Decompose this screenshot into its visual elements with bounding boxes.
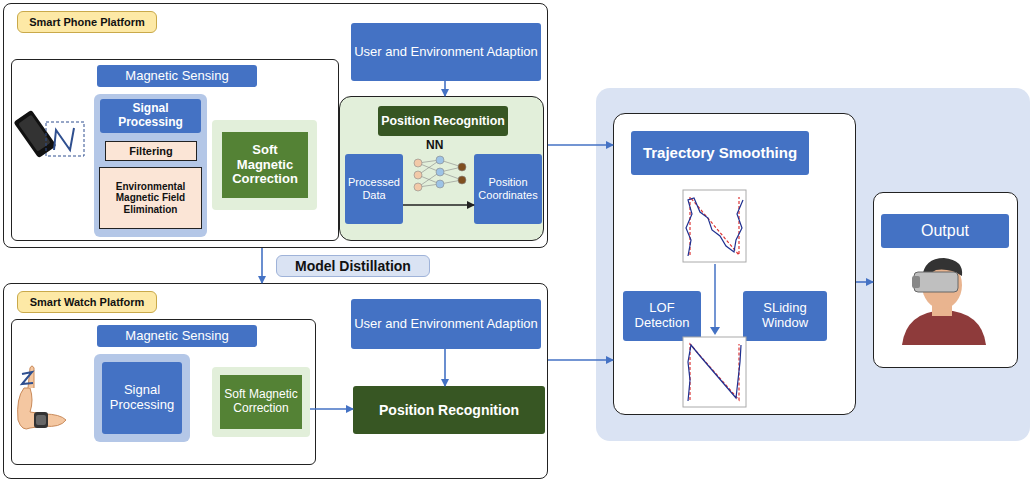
nn-label: NN — [426, 138, 443, 152]
process-box: Environmental Magnetic Field Elimination — [99, 167, 202, 229]
flow-arrow — [444, 349, 446, 386]
nn-icon — [414, 156, 466, 191]
panel-heading: Soft Magnetic Correction — [220, 375, 302, 429]
panel-heading: Signal Processing — [102, 362, 182, 434]
phone-icon — [13, 110, 84, 159]
panel-heading: Trajectory Smoothing — [631, 131, 809, 175]
group-panel: Smart Phone PlatformMagnetic SensingSign… — [3, 3, 548, 248]
process-box: SLiding Window — [743, 291, 827, 341]
flow-arrow — [548, 144, 613, 146]
process-box: User and Environment Adaption — [351, 299, 541, 349]
flow-arrow — [548, 359, 613, 361]
group-panel: Signal Processing — [94, 354, 190, 442]
group-panel: Soft Magnetic Correction — [212, 367, 310, 437]
panel-heading: Signal Processing — [100, 99, 201, 133]
smoothed-trajectory-plot — [683, 337, 746, 407]
group-panel: Smart Watch PlatformMagnetic SensingSign… — [3, 283, 548, 479]
panel-heading: Magnetic Sensing — [97, 325, 257, 347]
group-panel: Soft Magnetic Correction — [212, 120, 317, 210]
box-label: Environmental Magnetic Field Elimination — [100, 168, 201, 228]
edge-label: Model Distillation — [276, 255, 430, 277]
panel-heading: Magnetic Sensing — [97, 65, 257, 87]
panel-heading: Output — [881, 214, 1009, 248]
group-panel: Signal ProcessingFilteringEnvironmental … — [94, 94, 207, 237]
panel-heading: Position Recognition — [378, 106, 508, 136]
process-box: Filtering — [105, 141, 197, 161]
group-panel: Output — [873, 192, 1018, 368]
flow-arrow — [310, 408, 353, 410]
raw-trajectory-plot — [683, 190, 746, 262]
panel-heading: Smart Phone Platform — [17, 11, 157, 33]
group-panel: Magnetic SensingSignal Processing Soft Ma… — [11, 319, 316, 465]
flow-arrow — [403, 204, 474, 206]
box-label: Processed Data — [345, 154, 403, 224]
flow-arrow — [444, 81, 446, 96]
vr-user-icon — [902, 258, 986, 345]
box-label: User and Environment Adaption — [351, 299, 541, 349]
process-box: LOF Detection — [623, 291, 701, 341]
box-label: User and Environment Adaption — [351, 23, 541, 81]
process-box: Position Recognition — [353, 386, 545, 434]
panel-heading: Soft Magnetic Correction — [222, 132, 308, 198]
box-label: SLiding Window — [743, 291, 827, 341]
box-label: Filtering — [106, 142, 196, 160]
watch-hand-icon — [18, 366, 66, 429]
box-label: Position Recognition — [353, 386, 545, 434]
flow-arrow — [856, 281, 873, 283]
process-box: Position Coordinates — [474, 154, 542, 224]
panel-heading: Smart Watch Platform — [17, 291, 157, 313]
group-panel: Trajectory SmoothingLOF Detection SLiding… — [613, 113, 856, 415]
group-panel: Position RecognitionProcessed Data Positi… — [339, 96, 544, 241]
box-label: LOF Detection — [623, 291, 701, 341]
box-label: Position Coordinates — [474, 154, 542, 224]
process-box: Processed Data — [345, 154, 403, 224]
group-panel: Magnetic SensingSignal ProcessingFilteri… — [11, 59, 339, 241]
plot-arrow — [714, 264, 716, 328]
flow-arrow — [261, 248, 263, 283]
process-box: User and Environment Adaption — [351, 23, 541, 81]
plot-arrow-head — [710, 327, 720, 335]
